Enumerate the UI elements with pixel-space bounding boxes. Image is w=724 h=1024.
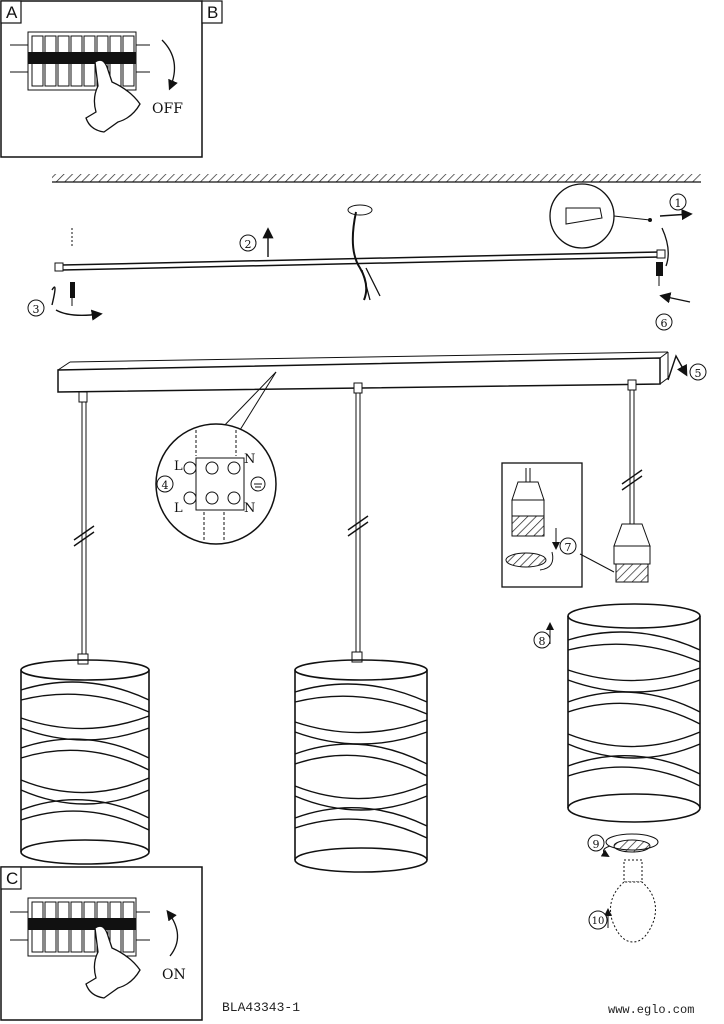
ceiling-canopy-bar [57, 351, 669, 393]
wall-plug-left-icon [70, 228, 75, 306]
pendant-cord-middle [347, 382, 369, 652]
off-label: OFF [152, 101, 183, 117]
step-4-marker: 4 [156, 475, 174, 493]
power-cable [347, 204, 381, 301]
shade-middle [294, 651, 428, 873]
earth-symbol-icon [250, 476, 266, 492]
panel-c-tag [0, 866, 22, 890]
breaker-box-icon [10, 31, 150, 91]
step-3-marker: 3 [27, 299, 45, 317]
rotate-up-arrow-icon [166, 909, 179, 957]
step-5-marker: 5 [689, 363, 707, 381]
step-2-marker: 2 [239, 234, 257, 252]
light-bulb-icon [604, 859, 656, 943]
terminal-l-top: L [174, 459, 183, 474]
shade-right [567, 603, 701, 823]
svg-text:10: 10 [592, 916, 605, 927]
svg-text:2: 2 [245, 238, 252, 251]
panel-b: B [201, 0, 223, 24]
panel-c-letter: C [6, 869, 18, 888]
rotate-down-arrow-icon [161, 39, 178, 91]
panel-c: C ON [0, 866, 203, 1021]
lamp-socket [613, 523, 651, 583]
step-6-arrow-icon [659, 292, 691, 304]
step-10-marker: 10 [588, 910, 608, 930]
terminal-n-bottom: N [244, 501, 255, 516]
step-1-arrow-icon [659, 208, 693, 221]
step-1-marker: 1 [669, 193, 687, 211]
svg-text:9: 9 [593, 838, 600, 851]
hand-icon [85, 925, 141, 999]
shade-left [20, 653, 150, 865]
step-7-pointer [579, 553, 615, 573]
step-5-arrow-icon [667, 354, 688, 381]
svg-text:6: 6 [661, 317, 668, 330]
step-7-marker: 7 [559, 537, 577, 555]
panel-a-tag [0, 0, 22, 24]
step-6-marker: 6 [655, 313, 673, 331]
pendant-cord-left [73, 391, 95, 654]
breaker-box-icon [10, 897, 150, 957]
step-8-marker: 8 [533, 631, 551, 649]
socket-detail-inset [501, 462, 583, 588]
brand-url: www.eglo.com [608, 1003, 695, 1017]
panel-a-letter: A [6, 3, 18, 22]
step-3-arrow-icon [51, 286, 100, 315]
product-code: BLA43343-1 [222, 1000, 301, 1015]
terminal-n-top: N [244, 452, 255, 467]
svg-text:8: 8 [539, 635, 546, 648]
retaining-ring [600, 833, 659, 858]
step-9-marker: 9 [587, 834, 605, 852]
on-label: ON [162, 967, 186, 983]
hand-icon [85, 59, 141, 133]
dowel-zoom-icon [549, 183, 652, 249]
ceiling [52, 174, 701, 183]
panel-b-letter: B [207, 3, 218, 22]
pendant-cord-right [621, 379, 643, 524]
terminal-l-bottom: L [174, 501, 183, 516]
panel-b-tag [201, 0, 223, 24]
terminal-block-zoom [155, 423, 277, 545]
bracket-right-fastener [656, 227, 669, 286]
svg-text:3: 3 [33, 303, 40, 316]
svg-text:4: 4 [162, 479, 169, 492]
svg-text:7: 7 [565, 541, 572, 554]
svg-text:1: 1 [675, 197, 682, 210]
mounting-bracket [54, 249, 666, 272]
panel-a: A OFF [0, 0, 203, 158]
svg-text:5: 5 [695, 367, 702, 380]
